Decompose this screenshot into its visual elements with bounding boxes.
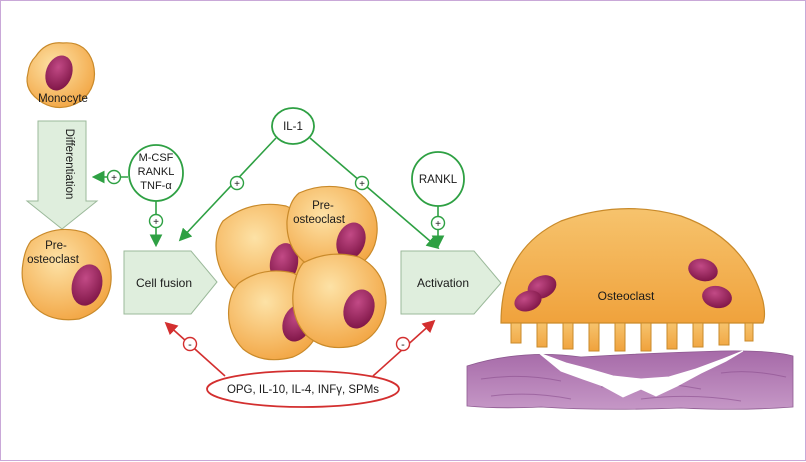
il1-factor: IL-1 — [271, 107, 315, 145]
cell-fusion-step: Cell fusion — [123, 250, 218, 315]
inhibitors-label: OPG, IL-10, IL-4, INFγ, SPMs — [227, 384, 379, 396]
pre-osteoclast-center-label-1: Pre- — [312, 200, 334, 212]
mcsf-rankl-tnf-factor: M-CSF RANKL TNF-α — [128, 144, 184, 202]
il1-label: IL-1 — [283, 121, 303, 133]
il1-to-activation-arrow — [309, 137, 440, 250]
differentiation-label: Differentiation — [63, 129, 75, 200]
osteoclast-cell: Osteoclast — [500, 208, 766, 352]
activation-label: Activation — [417, 276, 469, 290]
rankl-label: RANKL — [138, 166, 175, 178]
svg-text:+: + — [359, 179, 365, 190]
plus-sign-il1-activation: + — [354, 175, 370, 191]
monocyte-cell: Monocyte — [26, 42, 96, 109]
pre-osteoclast-cluster: Pre- osteoclast — [215, 185, 387, 361]
minus-sign-fusion: - — [182, 336, 198, 352]
pre-osteoclast-left-label-1: Pre- — [45, 240, 67, 252]
rankl-right-label: RANKL — [419, 174, 458, 186]
plus-sign-differentiation: + — [106, 169, 122, 185]
svg-text:-: - — [401, 339, 405, 351]
plus-sign-fusion-factor: + — [148, 213, 164, 229]
pre-osteoclast-center-label-2: osteoclast — [293, 214, 346, 226]
svg-text:-: - — [188, 339, 192, 351]
svg-text:+: + — [153, 217, 159, 228]
plus-sign-il1-fusion: + — [229, 175, 245, 191]
il1-to-fusion-arrow — [178, 137, 277, 242]
monocyte-label: Monocyte — [38, 93, 88, 105]
pre-osteoclast-left-cell: Pre- osteoclast — [21, 228, 112, 321]
bone-tissue — [466, 350, 794, 410]
differentiation-arrow: Differentiation — [25, 120, 99, 230]
svg-text:+: + — [435, 219, 441, 230]
osteoclast-label: Osteoclast — [598, 289, 655, 303]
activation-step: Activation — [400, 250, 502, 315]
tnf-label: TNF-α — [140, 180, 172, 192]
svg-text:+: + — [234, 179, 240, 190]
minus-sign-activation: - — [395, 336, 411, 352]
inhibitors-factor: OPG, IL-10, IL-4, INFγ, SPMs — [206, 370, 400, 408]
cell-fusion-label: Cell fusion — [136, 276, 192, 290]
pre-osteoclast-left-label-2: osteoclast — [27, 254, 80, 266]
rankl-right-factor: RANKL — [411, 151, 465, 207]
inhibit-fusion-arrow — [164, 321, 226, 377]
mcsf-label: M-CSF — [139, 152, 174, 164]
svg-text:+: + — [111, 173, 117, 184]
plus-sign-rankl-activation: + — [430, 215, 446, 231]
